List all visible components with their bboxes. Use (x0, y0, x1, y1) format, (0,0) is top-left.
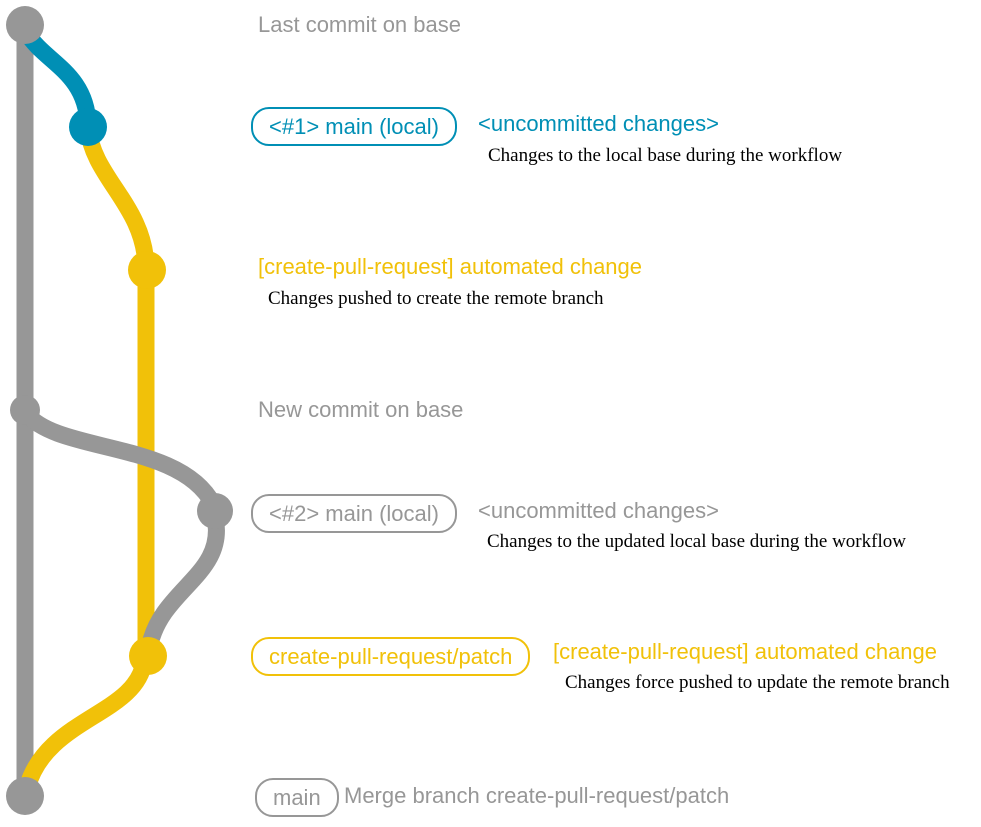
commit-title-automated-1: [create-pull-request] automated change (258, 254, 643, 279)
branch-line-local-2-to-patch (141, 508, 225, 653)
branch-badge-main-local-2: <#2> main (local) (251, 494, 457, 533)
branch-badge-main: main (255, 778, 339, 817)
commit-title-automated-2: [create-pull-request] automated change (553, 639, 938, 664)
commit-title-uncommitted-1: <uncommitted changes> (478, 111, 719, 136)
branch-badge-patch: create-pull-request/patch (251, 637, 531, 676)
commit-title-uncommitted-2: <uncommitted changes> (478, 498, 719, 523)
branch-badge-main-local-1: <#1> main (local) (251, 107, 457, 146)
git-graph (6, 6, 233, 815)
commit-dot-local-main-1 (69, 108, 107, 146)
commit-dot-merge (6, 777, 44, 815)
commit-note-uncommitted-1: Changes to the local base during the wor… (488, 145, 843, 166)
branch-line-local-to-patch (79, 119, 155, 275)
commit-dot-last-base (6, 6, 44, 44)
commit-dot-patch-1 (128, 251, 166, 289)
commit-dot-local-main-2 (197, 493, 233, 529)
commit-dot-new-base (10, 395, 40, 425)
commit-title-merge: Merge branch create-pull-request/patch (344, 783, 730, 808)
commit-note-automated-2: Changes force pushed to update the remot… (565, 672, 950, 693)
commit-note-uncommitted-2: Changes to the updated local base during… (487, 531, 906, 552)
branch-line-patch-merge (18, 653, 153, 797)
commit-dot-patch-2 (129, 637, 167, 675)
branch-line-base-to-local-main-2 (18, 405, 222, 513)
commit-note-automated-1: Changes pushed to create the remote bran… (268, 288, 604, 309)
commit-title-new-base: New commit on base (258, 397, 464, 422)
commit-title-last-base: Last commit on base (258, 12, 461, 37)
